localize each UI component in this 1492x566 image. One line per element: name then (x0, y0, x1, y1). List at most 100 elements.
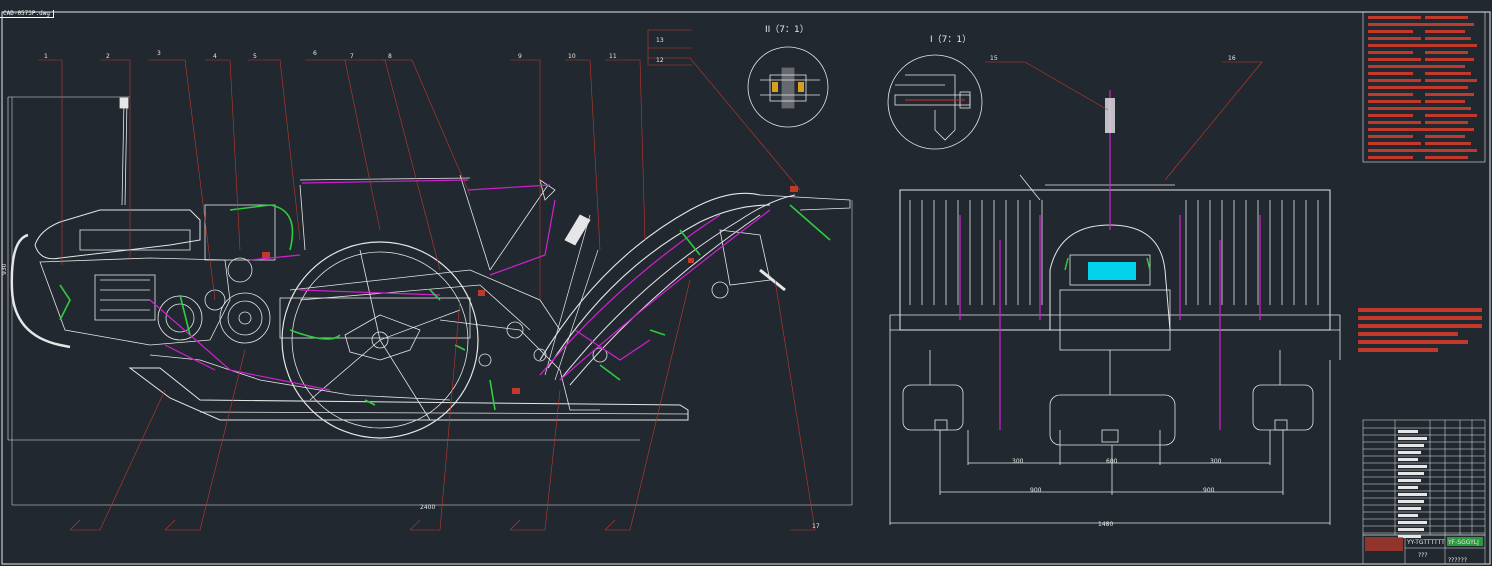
bom-cell-text (1398, 458, 1418, 461)
red-text-line (1425, 149, 1477, 152)
bom-cell-text (1398, 507, 1421, 510)
red-text-line (1425, 16, 1468, 19)
red-text-line (1368, 16, 1421, 19)
callout-11: 11 (609, 53, 617, 60)
red-text-line (1368, 121, 1421, 124)
bottom-callout-marks (69, 519, 616, 531)
drawing-tab[interactable]: CAD-0573P.dwg (0, 10, 54, 18)
red-text-line (1368, 65, 1429, 68)
dim-d2: 600 (1106, 458, 1118, 465)
red-text-line (1425, 135, 1465, 138)
notes-red-block (1358, 308, 1482, 352)
callout-12: 12 (656, 57, 664, 64)
callout-13-12-frame (647, 29, 692, 66)
red-text-line (1425, 44, 1477, 47)
bom-cell-text (1398, 486, 1418, 489)
red-text-line (1368, 156, 1413, 159)
red-text-line (1368, 58, 1421, 61)
red-text-line (1425, 79, 1477, 82)
front-view-green (1064, 257, 1151, 271)
red-text-line (1425, 65, 1465, 68)
red-text-line (1368, 142, 1421, 145)
red-text-line (1368, 23, 1429, 26)
title-block-unit: ??? (1418, 552, 1428, 559)
callout-numbers-top: 1 2 3 4 5 6 7 8 9 10 11 13 12 17 15 16 (44, 37, 1236, 530)
callout-16: 16 (1228, 55, 1236, 62)
detail-1-circle (887, 54, 983, 150)
dim-overall-width: 1480 (1098, 521, 1113, 528)
red-text-line (1425, 86, 1468, 89)
red-text-line (1425, 23, 1474, 26)
side-view-magenta (149, 179, 771, 391)
red-text-line (1368, 51, 1413, 54)
side-view-green (59, 204, 831, 411)
red-text-line (1425, 114, 1477, 117)
callout-4: 4 (213, 53, 217, 60)
bom-cell-text (1398, 528, 1424, 531)
callout-3: 3 (157, 50, 161, 57)
dim-d1: 300 (1012, 458, 1024, 465)
red-text-line (1368, 135, 1413, 138)
dim-overall-length: 2400 (420, 504, 435, 511)
title-block-drawing-no: YF-SGGYLJ (1447, 539, 1479, 546)
title-block-green-cell (1447, 537, 1483, 546)
callout-5: 5 (253, 53, 257, 60)
red-text-line (1368, 100, 1421, 103)
bom-cell-text (1398, 535, 1421, 538)
callout-17: 17 (812, 523, 820, 530)
bom-cell-text (1398, 444, 1424, 447)
bom-cell-text (1398, 472, 1424, 475)
red-text-line (1425, 156, 1468, 159)
red-text-line (1368, 30, 1413, 33)
red-text-line (1425, 142, 1471, 145)
detail-2-circle (747, 46, 829, 128)
drawing-border (1, 11, 1491, 565)
red-text-line (1425, 72, 1471, 75)
bom-cell-text (1398, 479, 1421, 482)
red-text-line (1425, 58, 1474, 61)
red-text-line (1368, 44, 1429, 47)
title-block-name: YY-TGTTTTTT (1406, 539, 1445, 546)
callout-15: 15 (990, 55, 998, 62)
red-text-line (1368, 114, 1413, 117)
red-text-line (1425, 107, 1471, 110)
dim-d5: 900 (1203, 487, 1215, 494)
red-text-line (1368, 72, 1413, 75)
callout-6: 6 (313, 50, 317, 57)
callout-10: 10 (568, 53, 576, 60)
bom-cell-text (1398, 500, 1424, 503)
front-view (889, 174, 1341, 525)
callout-7: 7 (350, 53, 354, 60)
detail-1-label: I（7：1） (930, 34, 971, 45)
title-block-stamp (1365, 537, 1403, 551)
dim-height: 930 (1, 263, 8, 275)
red-text-line (1425, 128, 1474, 131)
red-text-line (1425, 37, 1471, 40)
side-view-red-markers (262, 186, 798, 394)
red-text-line (1368, 107, 1429, 110)
callout-2: 2 (106, 53, 110, 60)
callout-13: 13 (656, 37, 664, 44)
front-view-leaders (985, 61, 1263, 181)
bom-cell-text (1398, 465, 1427, 468)
callout-8: 8 (388, 53, 392, 60)
callout-1: 1 (44, 53, 48, 60)
title-block-scale: ?????? (1448, 557, 1467, 564)
dim-d3: 300 (1210, 458, 1222, 465)
bom-cell-text (1398, 521, 1427, 524)
bom-cell-text (1398, 514, 1418, 517)
detail-2-label: II（7：1） (765, 24, 809, 35)
front-view-magenta (959, 90, 1261, 430)
red-text-line (1368, 149, 1429, 152)
bom-cell-text (1398, 493, 1427, 496)
red-text-line (1368, 93, 1413, 96)
red-text-line (1425, 51, 1468, 54)
red-text-line (1425, 121, 1468, 124)
callout-9: 9 (518, 53, 522, 60)
red-text-line (1368, 86, 1429, 89)
red-text-line (1425, 93, 1474, 96)
dim-d4: 900 (1030, 487, 1042, 494)
tech-requirements-table (1362, 11, 1486, 163)
callout-leaders-top (38, 57, 816, 531)
